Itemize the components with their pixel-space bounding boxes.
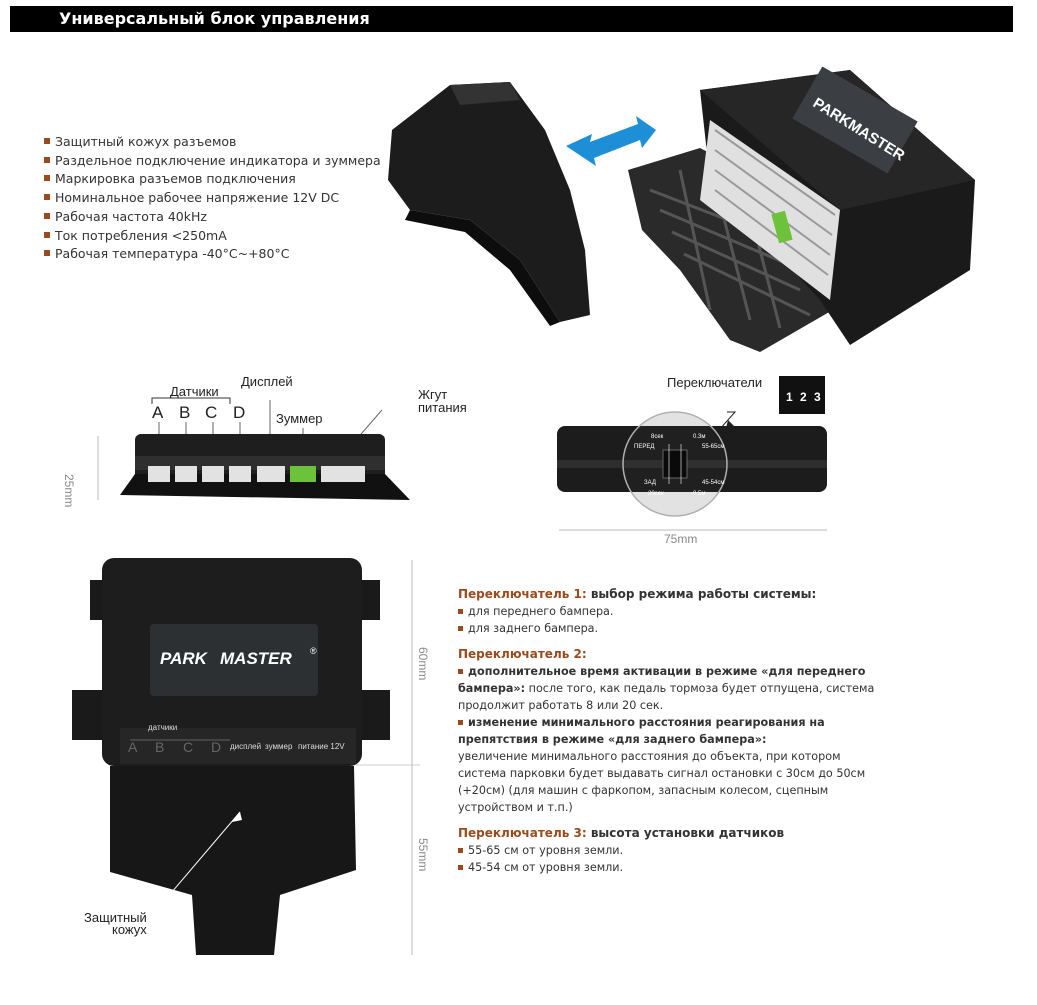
unit-letter-c: C: [183, 739, 194, 755]
feature-list: Защитный кожух разъемов Раздельное подкл…: [44, 133, 381, 264]
switch-end-diagram: [557, 376, 827, 531]
unit-letter-d: D: [211, 739, 222, 755]
switch-digit-3: 3: [814, 390, 821, 404]
unit-height-bottom: 55mm: [416, 838, 430, 872]
page-title: Универсальный блок управления: [59, 9, 370, 28]
bullet-icon: [458, 720, 463, 725]
bullet-icon: [44, 156, 50, 163]
connector-row: [148, 466, 365, 482]
unit-open-photo: PARKMASTER: [388, 66, 975, 352]
unit-top-photo: [72, 558, 420, 955]
switch3-heading: Переключатель 3: высота установки датчик…: [458, 826, 785, 840]
power-small-label: питание 12V: [298, 742, 345, 751]
list-item: дополнительное время активации в режиме …: [458, 665, 875, 712]
cover-label-2: кожух: [112, 922, 147, 937]
cover-label-1: Защитный: [84, 910, 147, 925]
bullet-icon: [458, 865, 463, 870]
switch1-heading: Переключатель 1: выбор режима работы сис…: [458, 587, 817, 601]
switch-digit-1: 1: [786, 390, 793, 404]
list-item: Ток потребления <250mA: [44, 227, 381, 246]
bullet-icon: [44, 212, 50, 219]
bullet-icon: [44, 194, 50, 201]
harness-label-1: Жгут: [418, 387, 448, 402]
list-item: для переднего бампера.: [458, 603, 878, 620]
unit-letter-b: B: [155, 739, 165, 755]
switch2-heading: Переключатель 2:: [458, 647, 587, 661]
list-item: Рабочая частота 40kHz: [44, 208, 381, 227]
list-item: для заднего бампера.: [458, 620, 878, 637]
list-item: Раздельное подключение индикатора и зумм…: [44, 152, 381, 171]
width-dimension: 75mm: [664, 532, 698, 546]
zoom-label: ПЕРЕД: [634, 444, 655, 450]
harness-label-2: питания: [418, 400, 467, 415]
brand-logo-master: MASTER: [220, 649, 292, 668]
bullet-icon: [44, 231, 50, 238]
connector-side-diagram: [97, 397, 410, 500]
sensor-letter-b: B: [179, 403, 191, 422]
sensor-letter-a: A: [152, 403, 164, 422]
list-item: Защитный кожух разъемов: [44, 133, 381, 152]
buzzer-label: Зуммер: [276, 411, 323, 426]
bullet-icon: [458, 848, 463, 853]
sensor-letter-c: C: [205, 403, 218, 422]
switch2-detail: увеличение минимального расстояния до об…: [458, 750, 866, 814]
zoom-label: 20сек: [648, 491, 664, 497]
switch-icon: [779, 376, 825, 414]
bullet-icon: [458, 609, 463, 614]
switch-description: Переключатель 1: выбор режима работы сис…: [458, 586, 878, 876]
display-small-label: дисплей: [230, 742, 262, 751]
unit-height-top: 60mm: [416, 647, 430, 681]
display-label: Дисплей: [241, 374, 293, 389]
switches-label: Переключатели: [667, 375, 763, 390]
zoom-label: ЗАД: [644, 480, 656, 486]
zoom-label: 55-65см: [702, 444, 725, 450]
zoom-label: 8сек: [651, 434, 664, 440]
brand-logo-park: PARK: [160, 649, 207, 668]
registered-mark: ®: [310, 646, 317, 656]
list-item: 55-65 см от уровня земли.: [458, 842, 878, 859]
bullet-icon: [44, 138, 50, 144]
list-item: Номинальное рабочее напряжение 12V DC: [44, 189, 381, 208]
sensor-letter-d: D: [233, 403, 246, 422]
unit-letter-a: A: [128, 739, 138, 755]
header-bar: Универсальный блок управления: [10, 6, 1013, 32]
protective-cover: [388, 82, 590, 326]
buzzer-small-label: зуммер: [265, 742, 293, 751]
list-item: изменение минимального расстояния реагир…: [458, 716, 825, 746]
bullet-icon: [458, 626, 463, 631]
sensors-small-label: датчики: [148, 723, 178, 732]
switch-digit-2: 2: [800, 390, 807, 404]
bullet-icon: [44, 175, 50, 182]
zoom-label: 0.5м: [693, 491, 706, 497]
list-item: Маркировка разъемов подключения: [44, 170, 381, 189]
zoom-label: 45-54см: [702, 480, 725, 486]
sensors-label: Датчики: [170, 384, 219, 399]
bullet-icon: [44, 250, 50, 257]
list-item: 45-54 см от уровня земли.: [458, 859, 878, 876]
bullet-icon: [458, 669, 463, 674]
double-arrow-icon: [566, 116, 656, 166]
list-item: Рабочая температура -40°C~+80°C: [44, 245, 381, 264]
zoom-label: 0.3м: [693, 434, 706, 440]
height-dimension: 25mm: [62, 474, 76, 508]
